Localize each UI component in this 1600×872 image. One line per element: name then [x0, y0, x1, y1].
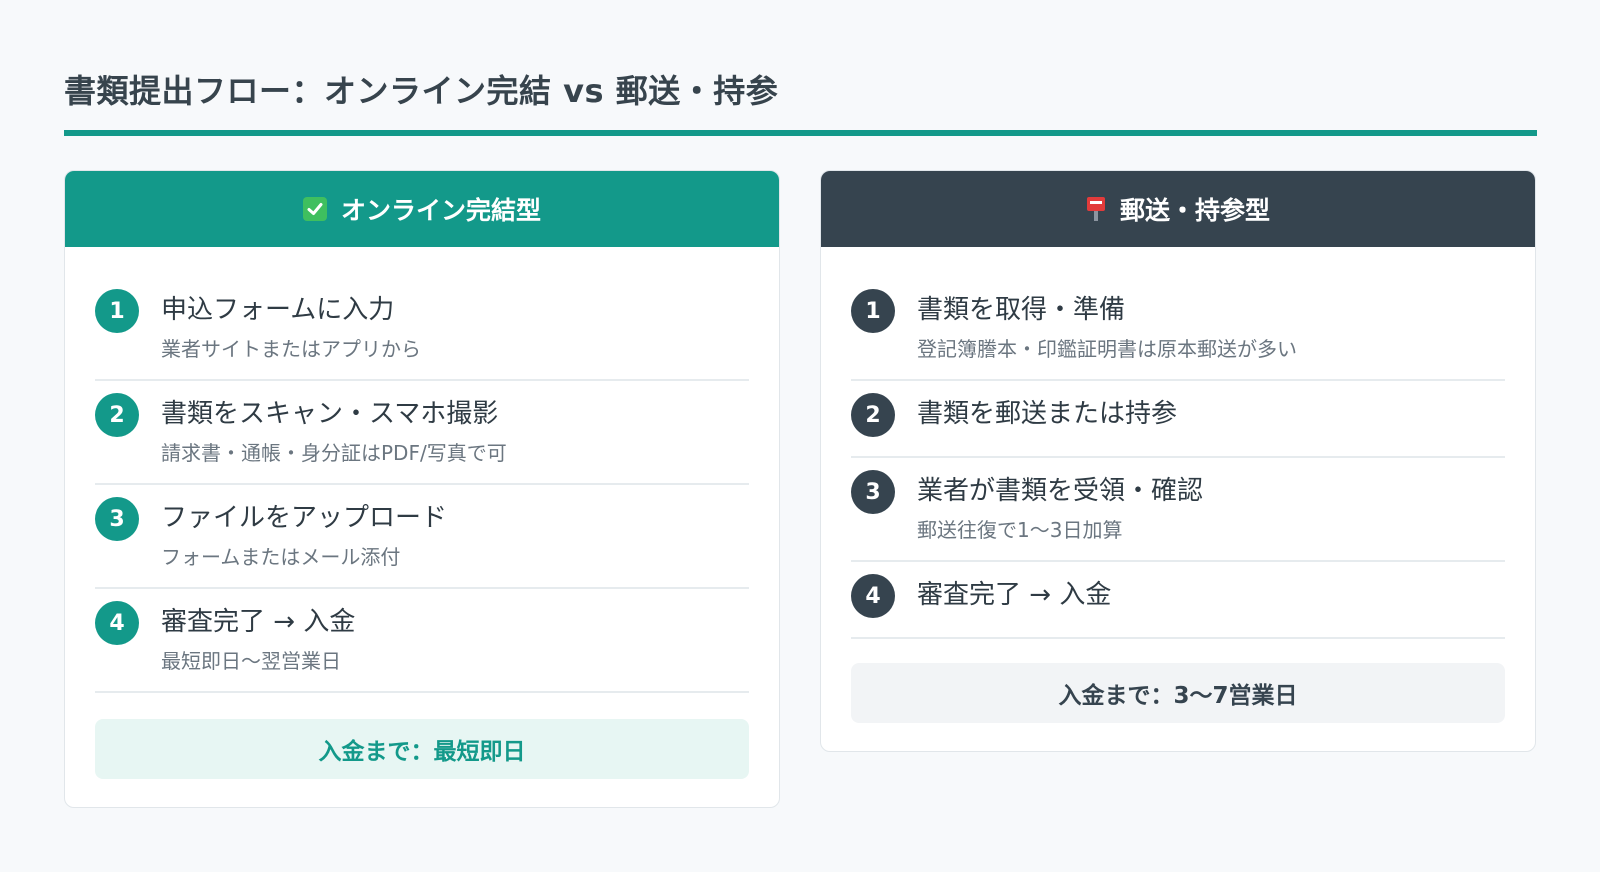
title-underline: [64, 130, 1537, 136]
mail-step-2: 2 書類を郵送または持参: [851, 381, 1505, 458]
step-title: 書類を取得・準備: [917, 295, 1126, 325]
step-number-badge: 3: [95, 497, 139, 541]
mail-flow-card: 郵送・持参型 1 書類を取得・準備 登記簿謄本・印鑑証明書は原本郵送が多い 2 …: [820, 170, 1536, 752]
postbox-icon: [1086, 196, 1106, 222]
step-number-badge: 4: [851, 574, 895, 618]
online-flow-card: オンライン完結型 1 申込フォームに入力 業者サイトまたはアプリから 2 書類を…: [64, 170, 780, 808]
step-description: フォームまたはメール添付: [161, 545, 401, 569]
step-title: 書類を郵送または持参: [917, 399, 1178, 429]
online-card-title: オンライン完結型: [340, 196, 541, 225]
online-step-2: 2 書類をスキャン・スマホ撮影 請求書・通帳・身分証はPDF/写真で可: [95, 381, 749, 485]
online-step-1: 1 申込フォームに入力 業者サイトまたはアプリから: [95, 277, 749, 381]
step-description: 郵送往復で1〜3日加算: [917, 518, 1123, 542]
step-description: 請求書・通帳・身分証はPDF/写真で可: [161, 441, 507, 465]
online-card-header: オンライン完結型: [65, 171, 779, 247]
step-title: 申込フォームに入力: [161, 295, 395, 325]
mail-step-3: 3 業者が書類を受領・確認 郵送往復で1〜3日加算: [851, 458, 1505, 562]
step-title: 審査完了 → 入金: [917, 580, 1112, 610]
step-number-badge: 2: [95, 393, 139, 437]
step-number-badge: 3: [851, 470, 895, 514]
step-description: 登記簿謄本・印鑑証明書は原本郵送が多い: [917, 337, 1297, 361]
mail-step-4: 4 審査完了 → 入金: [851, 562, 1505, 639]
step-number-badge: 4: [95, 601, 139, 645]
mail-card-title: 郵送・持参型: [1119, 196, 1270, 225]
step-title: 書類をスキャン・スマホ撮影: [161, 399, 499, 429]
step-number-badge: 1: [95, 289, 139, 333]
page-title: 書類提出フロー：オンライン完結 vs 郵送・持参: [64, 72, 779, 110]
mail-card-header: 郵送・持参型: [821, 171, 1535, 247]
online-payout-summary: 入金まで：最短即日: [95, 719, 749, 779]
mail-payout-summary: 入金まで：3〜7営業日: [851, 663, 1505, 723]
step-title: ファイルをアップロード: [161, 503, 448, 533]
step-description: 最短即日〜翌営業日: [161, 649, 341, 673]
step-number-badge: 2: [851, 393, 895, 437]
step-description: 業者サイトまたはアプリから: [161, 337, 421, 361]
step-number-badge: 1: [851, 289, 895, 333]
online-step-3: 3 ファイルをアップロード フォームまたはメール添付: [95, 485, 749, 589]
step-title: 審査完了 → 入金: [161, 607, 356, 637]
check-mark-icon: [302, 197, 327, 221]
online-step-4: 4 審査完了 → 入金 最短即日〜翌営業日: [95, 589, 749, 693]
mail-step-1: 1 書類を取得・準備 登記簿謄本・印鑑証明書は原本郵送が多い: [851, 277, 1505, 381]
step-title: 業者が書類を受領・確認: [917, 476, 1204, 506]
